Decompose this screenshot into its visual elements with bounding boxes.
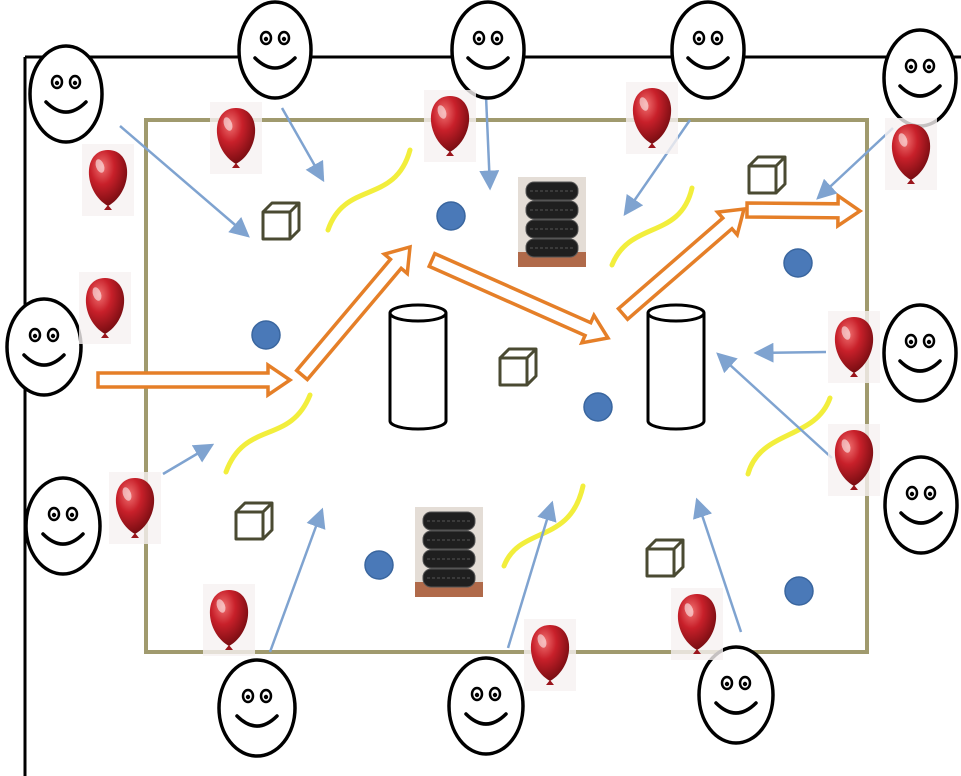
smiley-face-icon (450, 0, 526, 100)
red-balloon-icon (109, 472, 161, 544)
blue-dot-marker (784, 576, 814, 606)
smiley-face-icon (28, 44, 104, 144)
blue-pointer-arrow (693, 497, 743, 633)
orange-path-arrows (96, 192, 864, 399)
red-balloon-icon (671, 588, 723, 660)
wireframe-cube-icon (747, 155, 787, 195)
spectator-faces (5, 0, 959, 758)
blue-pointer-arrow (119, 125, 250, 238)
orange-hollow-arrow (615, 206, 747, 322)
yellow-curve-marker (745, 395, 833, 477)
smiley-face-icon (217, 658, 297, 758)
orange-hollow-arrow (96, 361, 294, 399)
yellow-curves (223, 147, 833, 569)
smiley-face-icon (882, 28, 958, 128)
cylinder-obstacle-icon (388, 303, 448, 431)
tire-stack-icon (415, 507, 483, 597)
blue-dot-marker (783, 248, 813, 278)
cubes (234, 155, 787, 578)
balloons (79, 82, 937, 691)
smiley-face-icon (24, 476, 102, 576)
wireframe-cube-icon (498, 347, 538, 387)
tire-stacks (415, 177, 586, 597)
blue-pointer-arrow (280, 107, 325, 183)
blue-dot-marker (436, 201, 466, 231)
red-balloon-icon (82, 144, 134, 216)
red-balloon-icon (79, 272, 131, 344)
blue-pointer-arrow (753, 342, 827, 363)
smiley-face-icon (237, 0, 313, 100)
red-balloon-icon (626, 82, 678, 154)
smiley-face-icon (697, 645, 775, 745)
blue-pointer-arrow (162, 443, 215, 476)
yellow-curve-marker (223, 392, 313, 475)
orange-hollow-arrow (426, 251, 611, 346)
blue-dot-marker (251, 320, 281, 350)
wireframe-cube-icon (234, 501, 274, 541)
blue-pointer-arrow (479, 95, 500, 191)
red-balloon-icon (828, 424, 880, 496)
red-balloon-icon (828, 311, 880, 383)
smiley-face-icon (883, 455, 959, 555)
blue-pointer-arrow (816, 127, 894, 200)
orange-hollow-arrow (294, 244, 413, 382)
red-balloon-icon (203, 584, 255, 656)
cylinders (388, 303, 706, 431)
blue-dot-marker (364, 550, 394, 580)
blue-pointer-arrow (716, 352, 833, 459)
blue-pointer-arrows (119, 95, 894, 653)
blue-dot-marker (583, 392, 613, 422)
tire-stack-icon (518, 177, 586, 267)
yellow-curve-marker (325, 147, 413, 233)
blue-pointer-arrow (623, 119, 692, 217)
orange-hollow-arrow (745, 192, 864, 230)
smiley-face-icon (5, 297, 83, 397)
yellow-curve-marker (609, 185, 695, 268)
blue-pointer-arrow (506, 500, 557, 649)
blue-dots (251, 201, 814, 606)
wireframe-cube-icon (645, 538, 685, 578)
red-balloon-icon (885, 118, 937, 190)
blue-pointer-arrow (268, 507, 326, 653)
smiley-face-icon (447, 656, 525, 756)
red-balloon-icon (210, 102, 262, 174)
red-balloon-icon (524, 619, 576, 691)
smiley-face-icon (882, 303, 958, 403)
wireframe-cube-icon (261, 201, 301, 241)
red-balloon-icon (424, 90, 476, 162)
yellow-curve-marker (501, 483, 586, 569)
cylinder-obstacle-icon (646, 303, 706, 431)
smiley-face-icon (670, 0, 746, 100)
